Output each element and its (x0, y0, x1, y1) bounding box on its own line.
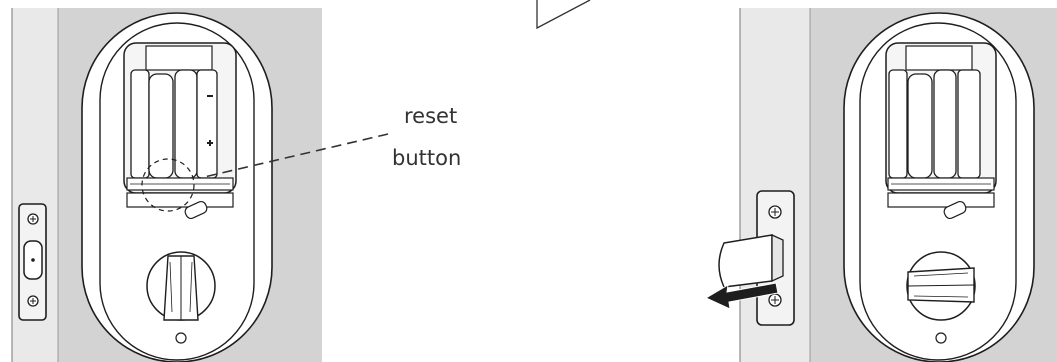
top-partial-shape (536, 0, 591, 30)
right-lock-body (843, 12, 1035, 362)
left-lock-body (81, 12, 273, 362)
battery-icon (130, 69, 218, 179)
callout-label-line1: reset (404, 104, 457, 128)
left-panel (11, 8, 322, 362)
callout-label-line2: button (392, 146, 461, 170)
reset-button-callout: reset button (199, 104, 461, 179)
arrow-left-icon (704, 282, 779, 310)
right-panel (704, 8, 1057, 362)
battery-icon (888, 69, 981, 179)
reset-button-highlight (141, 158, 195, 212)
right-strike-plate (718, 190, 795, 326)
callout-leader-line (199, 133, 389, 179)
strike-plate-icon (18, 203, 47, 321)
